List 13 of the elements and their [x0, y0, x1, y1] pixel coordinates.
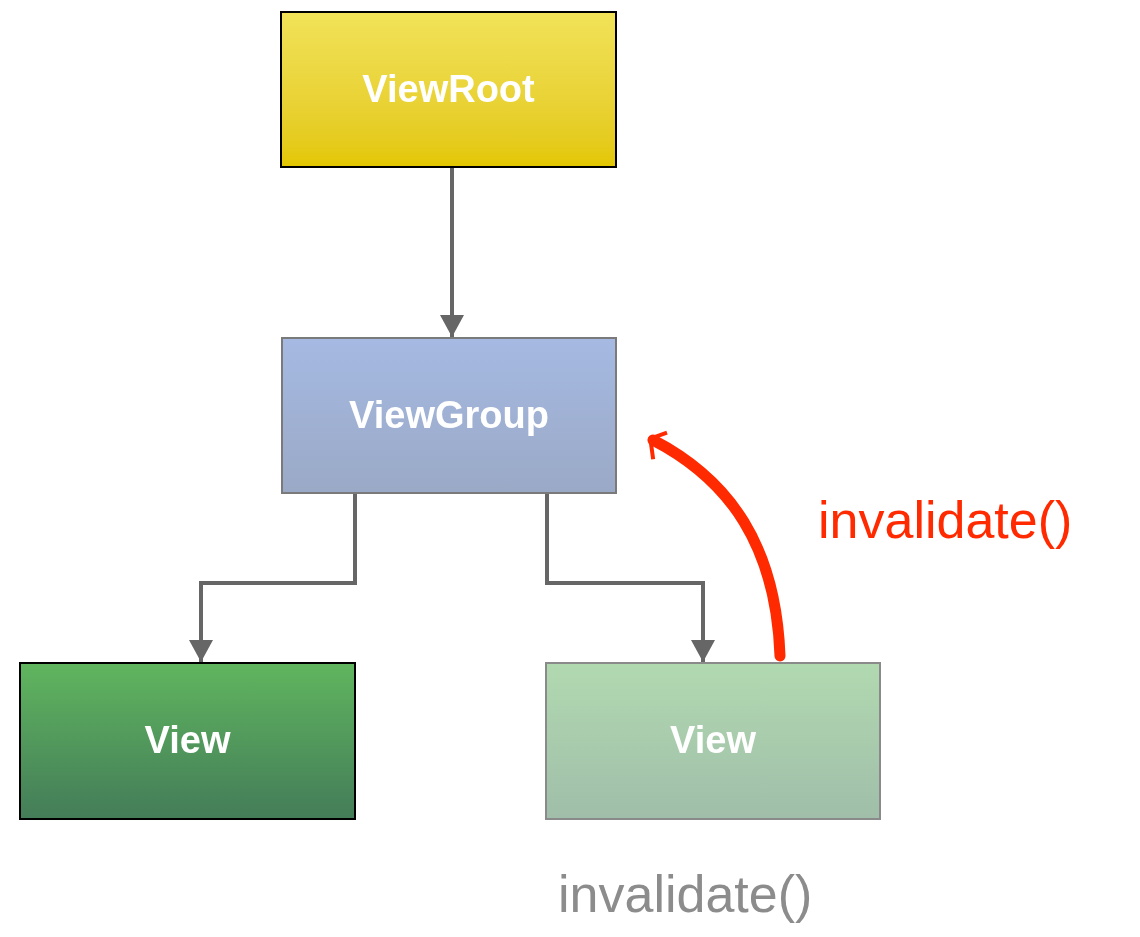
class-box [545, 662, 881, 820]
node-label: View [144, 718, 231, 764]
node-label: View [670, 718, 756, 764]
curved-arrow [647, 431, 786, 662]
class-box [19, 662, 356, 820]
class-box [281, 337, 617, 494]
class-box [280, 11, 617, 168]
method-label: invalidate() [558, 864, 813, 925]
node-label: ViewGroup [349, 392, 549, 438]
arrow [545, 492, 715, 664]
arrow [189, 492, 357, 664]
node-label: ViewRoot [362, 66, 535, 112]
arrow [440, 166, 464, 339]
